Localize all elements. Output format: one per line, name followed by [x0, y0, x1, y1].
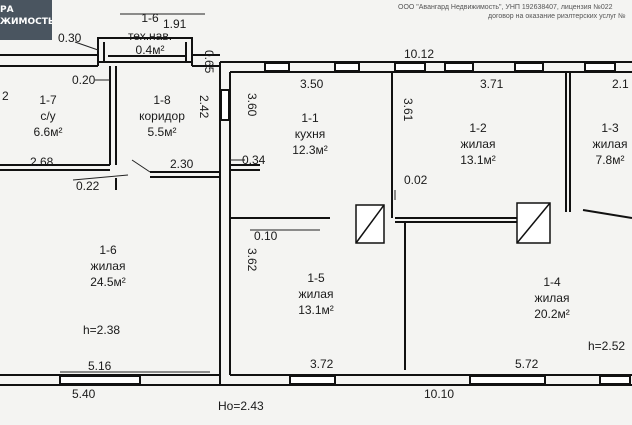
- room-number: 1-3: [601, 121, 619, 135]
- room-1-7: 1-7 с/у 6.6м²: [34, 93, 63, 139]
- dim-3-50: 3.50: [300, 77, 324, 91]
- watermark-badge: РА ЖИМОСТЬ: [0, 0, 52, 40]
- height-ho-2-43: Ho=2.43: [218, 399, 264, 413]
- room-1-6: 1-6 жилая 24.5м²: [90, 243, 126, 289]
- room-area: 7.8м²: [596, 153, 625, 167]
- dim-0-65: 0.65: [202, 50, 216, 74]
- dim-0-30: 0.30: [58, 31, 82, 45]
- room-1-6-tech: 1-6 тех.нав. 0.4м²: [128, 11, 172, 57]
- dim-0-22: 0.22: [76, 179, 100, 193]
- header-line2: договор на оказание риэлтерских услуг №: [488, 13, 626, 20]
- room-1-4: 1-4 жилая 20.2м²: [534, 275, 570, 321]
- room-name: с/у: [40, 109, 55, 123]
- room-name: жилая: [461, 137, 496, 151]
- agency-header: ООО "Авангард Недвижимость", УНП 1926384…: [398, 3, 632, 21]
- room-area: 13.1м²: [460, 153, 496, 167]
- watermark-line1: РА: [0, 5, 14, 15]
- room-name: жилая: [535, 291, 570, 305]
- dim-2-1: 2.1: [612, 77, 629, 91]
- room-area: 5.5м²: [148, 125, 177, 139]
- room-area: 12.3м²: [292, 143, 328, 157]
- room-1-2: 1-2 жилая 13.1м²: [460, 121, 496, 167]
- room-area: 20.2м²: [534, 307, 570, 321]
- dim-5-40: 5.40: [72, 387, 96, 401]
- dim-3-60: 3.60: [245, 93, 259, 117]
- room-name: жилая: [593, 137, 628, 151]
- room-1-5: 1-5 жилая 13.1м²: [298, 271, 334, 317]
- room-area: 0.4м²: [136, 43, 165, 57]
- dim-0-34: 0.34: [242, 153, 266, 167]
- dim-0-02: 0.02: [404, 173, 428, 187]
- room-area: 24.5м²: [90, 275, 126, 289]
- room-name: кухня: [295, 127, 326, 141]
- dim-3-72: 3.72: [310, 357, 334, 371]
- dim-10-10: 10.10: [424, 387, 454, 401]
- room-number: 1-4: [543, 275, 561, 289]
- room-1-3: 1-3 жилая 7.8м²: [593, 121, 628, 167]
- height-2-38: h=2.38: [83, 323, 120, 337]
- room-1-8: 1-8 коридор 5.5м²: [139, 93, 185, 139]
- dim-5-72: 5.72: [515, 357, 539, 371]
- room-number: 1-6: [141, 11, 159, 25]
- room-1-1: 1-1 кухня 12.3м²: [292, 111, 328, 157]
- room-name: жилая: [91, 259, 126, 273]
- dim-3-71: 3.71: [480, 77, 504, 91]
- stove-left: [355, 204, 385, 244]
- dim-2-42: 2.42: [197, 95, 211, 119]
- dim-2-30: 2.30: [170, 157, 194, 171]
- header-line1: ООО "Авангард Недвижимость", УНП 1926384…: [398, 4, 613, 11]
- stove-right: [516, 202, 551, 244]
- dimension-labels: 1.91 0.30 0.65 10.12 0.20 3.50 3.71 2.1 …: [2, 17, 629, 413]
- watermark-line2: ЖИМОСТЬ: [0, 17, 52, 27]
- room-area: 13.1м²: [298, 303, 334, 317]
- walls: [0, 37, 632, 386]
- room-number: 1-5: [307, 271, 325, 285]
- room-name: коридор: [139, 109, 185, 123]
- dim-left-2: 2: [2, 89, 9, 103]
- dim-3-61: 3.61: [401, 98, 415, 122]
- room-number: 1-6: [99, 243, 117, 257]
- room-name: жилая: [299, 287, 334, 301]
- dim-3-62: 3.62: [245, 248, 259, 272]
- dim-0-10: 0.10: [254, 229, 278, 243]
- dim-0-20: 0.20: [72, 73, 96, 87]
- dim-2-68: 2.68: [30, 155, 54, 169]
- dim-1-91: 1.91: [163, 17, 187, 31]
- height-2-52: h=2.52: [588, 339, 625, 353]
- room-number: 1-7: [39, 93, 57, 107]
- dimension-lines: [60, 13, 396, 373]
- room-name: тех.нав.: [128, 29, 172, 43]
- room-number: 1-8: [153, 93, 171, 107]
- room-number: 1-1: [301, 111, 319, 125]
- dim-5-16: 5.16: [88, 359, 112, 373]
- dim-10-12: 10.12: [404, 47, 434, 61]
- room-area: 6.6м²: [34, 125, 63, 139]
- room-number: 1-2: [469, 121, 487, 135]
